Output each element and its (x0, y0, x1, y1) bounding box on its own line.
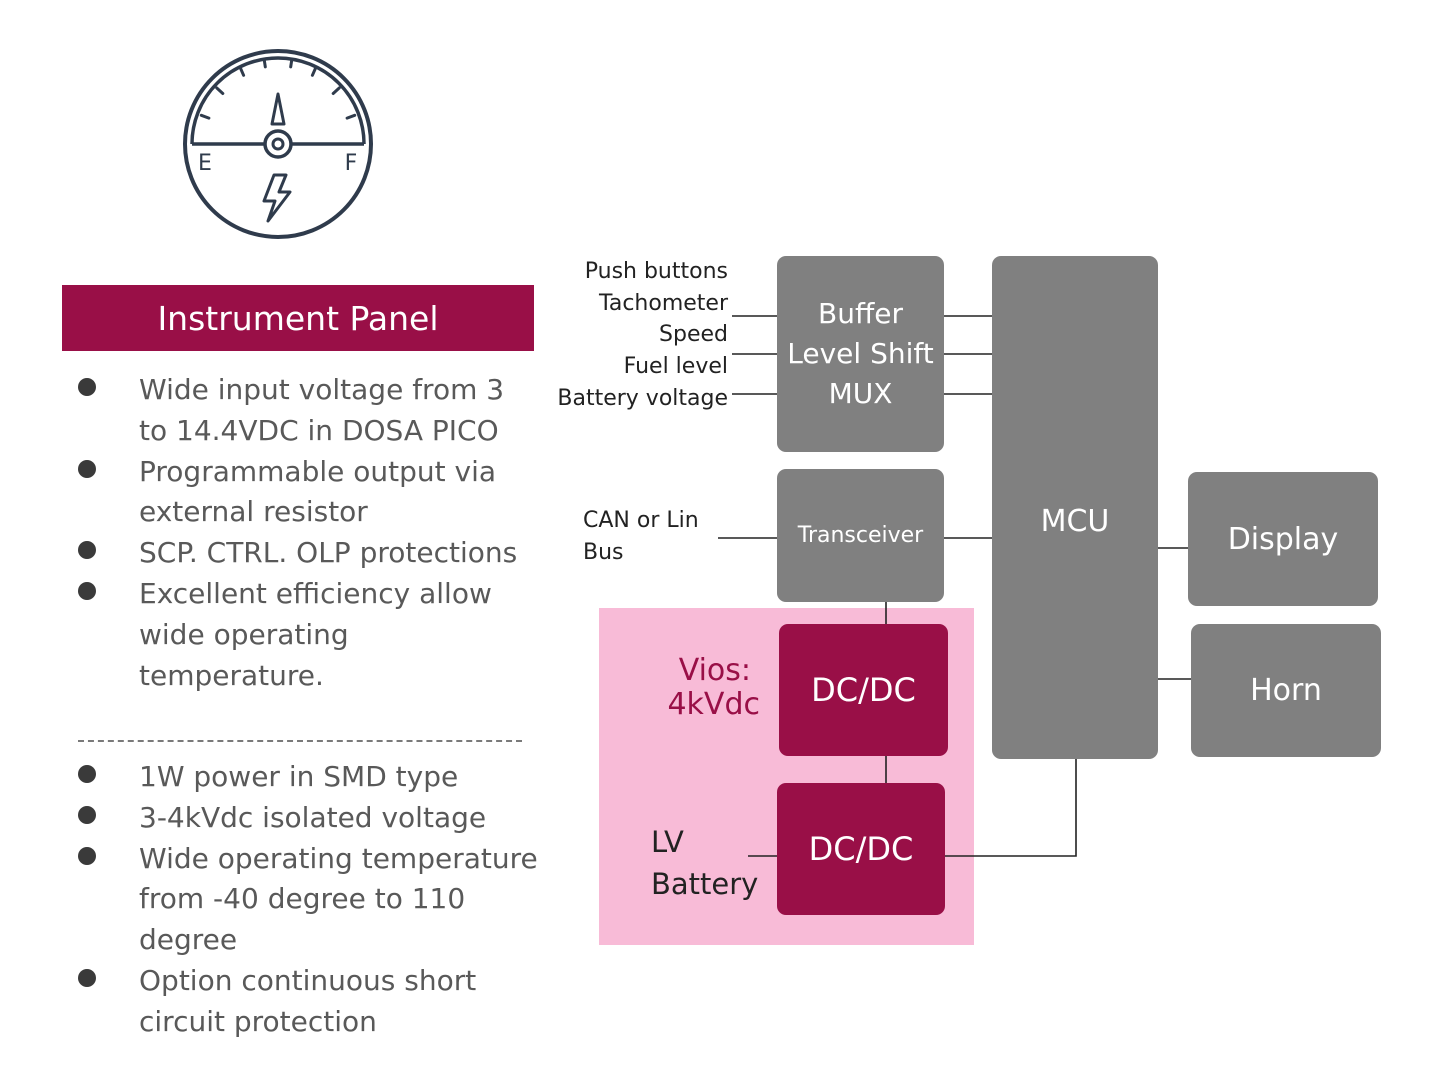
feature-item: Wide input voltage from 3 to 14.4VDC in … (70, 370, 534, 452)
dcdc-upper-label: DC/DC (811, 671, 916, 709)
mux-label: MUX (828, 377, 893, 410)
transceiver-block: Transceiver (777, 469, 944, 602)
isolation-label-line-1: Vios: (678, 653, 751, 688)
signal-speed: Speed (659, 322, 728, 347)
dcdc-lower-label: DC/DC (808, 830, 914, 868)
lightning-icon (262, 173, 292, 223)
signal-tachometer: Tachometer (599, 291, 728, 316)
horn-block: Horn (1191, 624, 1381, 757)
feature-item: Wide operating temperature from -40 degr… (70, 839, 539, 961)
display-block: Display (1188, 472, 1378, 606)
dcdc-lower-block: DC/DC (777, 783, 945, 915)
dcdc-upper-block: DC/DC (779, 624, 948, 756)
battery-label-line-2: Battery (651, 867, 759, 901)
feature-item: Excellent efficiency allow wide operatin… (70, 574, 534, 696)
transceiver-label: Transceiver (797, 523, 924, 548)
battery-label-line-1: LV (651, 825, 684, 859)
feature-list-primary: Wide input voltage from 3 to 14.4VDC in … (70, 370, 534, 696)
signal-battery-voltage: Battery voltage (557, 386, 728, 411)
panel-title: Instrument Panel (62, 285, 534, 351)
isolation-label-line-2: 4kVdc (667, 687, 760, 722)
list-divider (78, 740, 522, 742)
signal-fuel-level: Fuel level (623, 354, 728, 379)
gauge-empty-label: E (198, 151, 212, 176)
signal-push-buttons: Push buttons (584, 259, 728, 284)
isolation-voltage-label: Vios: 4kVdc (660, 654, 760, 722)
horn-label: Horn (1250, 673, 1322, 708)
feature-item: 1W power in SMD type (70, 757, 539, 798)
feature-item: Option continuous short circuit protecti… (70, 961, 539, 1043)
display-label: Display (1227, 521, 1339, 557)
mcu-label: MCU (1040, 504, 1110, 539)
buffer-mux-block: Buffer Level Shift MUX (777, 256, 944, 452)
bus-label: CAN or Lin Bus (583, 508, 699, 565)
mcu-block: MCU (992, 256, 1158, 759)
lv-battery-label: LV Battery (651, 821, 758, 905)
feature-item: 3-4kVdc isolated voltage (70, 798, 539, 839)
feature-item: Programmable output via external resisto… (70, 452, 534, 534)
buffer-label: Buffer (818, 297, 903, 330)
level-shift-label: Level Shift (787, 337, 934, 370)
fuel-gauge-icon: E F (183, 49, 373, 239)
gauge-full-label: F (345, 151, 358, 176)
feature-item: SCP. CTRL. OLP protections (70, 533, 534, 574)
